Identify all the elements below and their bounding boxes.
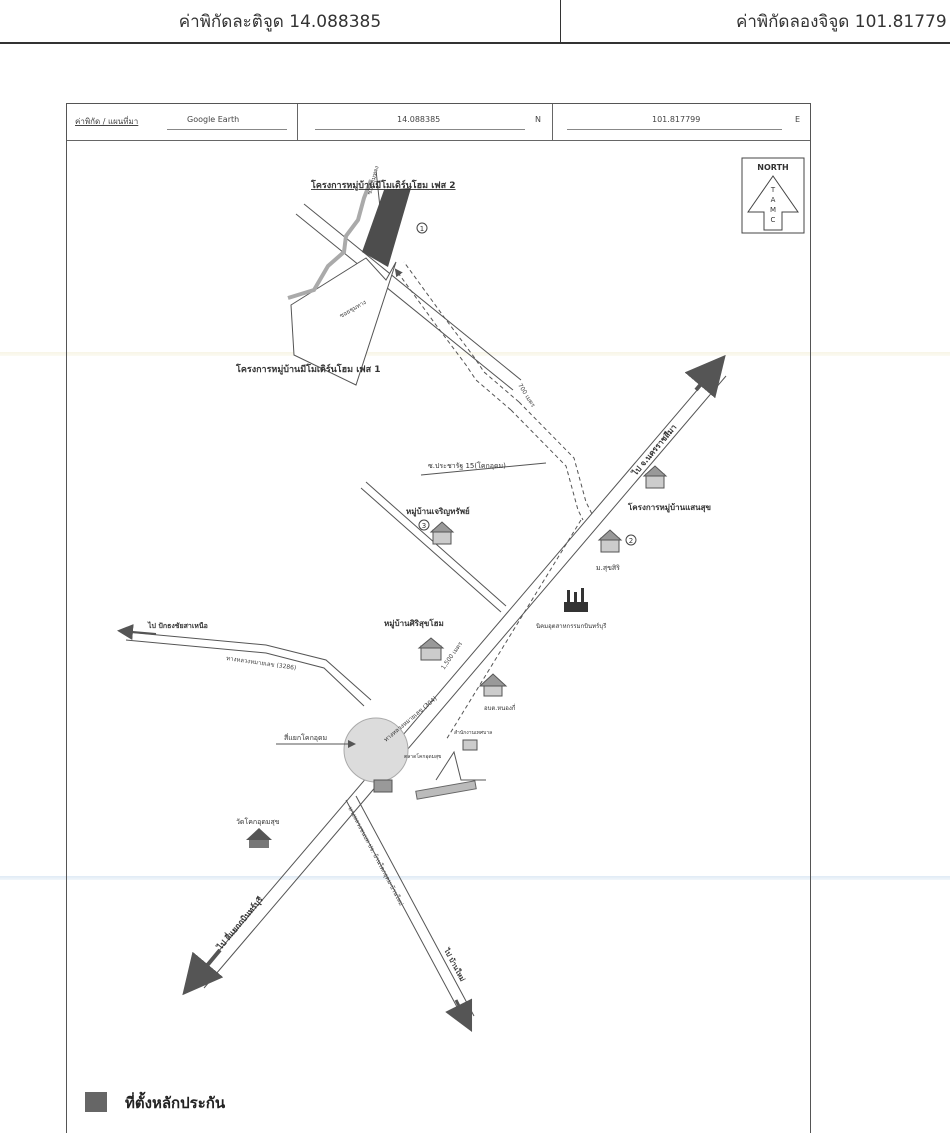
highway-304-label: ทางหลวงหมายเลข (304): [383, 695, 439, 743]
house-icon: [429, 521, 455, 545]
project-saensuk-label: โครงการหมู่บ้านแสนสุข: [627, 502, 711, 513]
longitude-cell: 101.817799 E: [552, 104, 810, 140]
source-value: Google Earth: [187, 115, 240, 124]
scan-artifact-band: [0, 876, 950, 880]
factory-icon: [564, 588, 588, 612]
underline: [167, 129, 287, 130]
collateral-parcel: [362, 188, 411, 267]
north-letter: T: [770, 186, 776, 194]
longitude-unit: E: [795, 115, 801, 124]
project-phase2-label: โครงการหมู่บ้านมีโมเดิร์นโฮม เฟส 2: [310, 179, 456, 191]
map-svg: NORTH T A M C 1 โครงการหมู่บ้านมีโมเดิร์…: [117, 157, 805, 1033]
coordinate-header: ค่าพิกัดละติจูด 14.088385 ค่าพิกัดลองจิจ…: [0, 0, 950, 44]
to-ban-mai-label: ไป บ้านใหม่: [442, 946, 468, 983]
underline: [315, 129, 525, 130]
landmark-icon: [373, 779, 393, 793]
soi-pracharat-line: [420, 462, 547, 476]
longitude-text: ค่าพิกัดลองจิจูด 101.81779: [736, 12, 947, 32]
highway-3286: [117, 624, 372, 707]
latitude-text: ค่าพิกัดละติจูด 14.088385: [0, 0, 561, 42]
distance-700: 700 เมตร: [516, 382, 536, 409]
village-sirisukhome-label: หมู่บ้านศิริสุขโฮม: [384, 618, 444, 629]
north-label: NORTH: [757, 163, 788, 172]
marker-3: 3: [422, 522, 426, 530]
to-kabinburi-label: ไป สี่แยกกบินทร์บุรี: [213, 893, 266, 952]
mu-sukhsiri-label: ม.สุขสิริ: [596, 564, 620, 572]
village-charoensap-label: หมู่บ้านเจริญทรัพย์: [406, 506, 470, 517]
latitude-cell: 14.088385 N: [297, 104, 553, 140]
project-phase1-label: โครงการหมู่บ้านมีโมเดิร์นโฮม เฟส 1: [235, 363, 381, 375]
coordinate-row: ค่าพิกัด / แผนที่มา Google Earth 14.0883…: [67, 104, 810, 141]
map-frame: ค่าพิกัด / แผนที่มา Google Earth 14.0883…: [66, 103, 811, 1133]
branch-road: [360, 487, 502, 613]
to-prachin-label: ไป ปักธงชัยสาเหนือ: [147, 621, 208, 630]
marker-2: 2: [629, 537, 633, 545]
north-arrow-icon: [747, 175, 799, 231]
main-highway: [182, 354, 727, 996]
underline: [567, 129, 782, 130]
school-label: อบต.หนองกี่: [484, 704, 516, 712]
north-letter: A: [771, 196, 776, 204]
latitude-unit: N: [535, 115, 541, 124]
latitude-value: 14.088385: [397, 115, 441, 124]
house-icon: [642, 465, 668, 489]
marker-1: 1: [420, 225, 424, 233]
rural-road: [345, 795, 475, 1033]
temple-icon: [246, 828, 272, 848]
police-icon: [462, 739, 478, 751]
longitude-value: 101.817799: [652, 115, 701, 124]
junction-label: สี่แยกโคกอุดม: [284, 733, 327, 742]
route-dashed: [394, 261, 593, 741]
temple-label: วัดโคกอุดมสุข: [236, 817, 280, 826]
source-cell: ค่าพิกัด / แผนที่มา Google Earth: [67, 104, 298, 140]
highway-3286-label: ทางหลวงหมายเลข (3286): [226, 655, 297, 672]
marker-circle: [418, 519, 430, 531]
location-map: NORTH T A M C 1 โครงการหมู่บ้านมีโมเดิร์…: [66, 140, 811, 1100]
school-icon: [478, 673, 508, 697]
market-building: [415, 780, 477, 800]
north-arrow: NORTH T A M C: [741, 157, 805, 234]
rural-road-label: ทางหลวงชนบท ปจ. บ้านโคกอุดม-บ้านใหม่: [346, 805, 405, 907]
police-label: สำนักงานเทศบาล: [454, 730, 492, 736]
soi-pracharat-label: ซ.ประชารัฐ 15(โคกอุดม): [428, 461, 506, 470]
scan-artifact-band: [0, 352, 950, 356]
north-letter: C: [771, 216, 776, 224]
industrial-estate-label: นิคมอุตสาหกรรมกบินทร์บุรี: [536, 622, 607, 630]
market-road: [435, 750, 486, 781]
marker-circle: [625, 534, 637, 546]
north-letter: M: [770, 206, 776, 214]
house-icon: [417, 637, 445, 661]
phase1-parcel: [290, 257, 397, 386]
source-label: ค่าพิกัด / แผนที่มา: [75, 117, 139, 126]
collateral-swatch: [85, 1092, 107, 1112]
house-icon: [597, 529, 623, 553]
marker-circle: [416, 222, 428, 234]
market-label: ตลาดโคกอุดมสุข: [404, 753, 441, 760]
legend-label: ที่ตั้งหลักประกัน: [125, 1094, 226, 1112]
winding-soi: [287, 179, 373, 300]
